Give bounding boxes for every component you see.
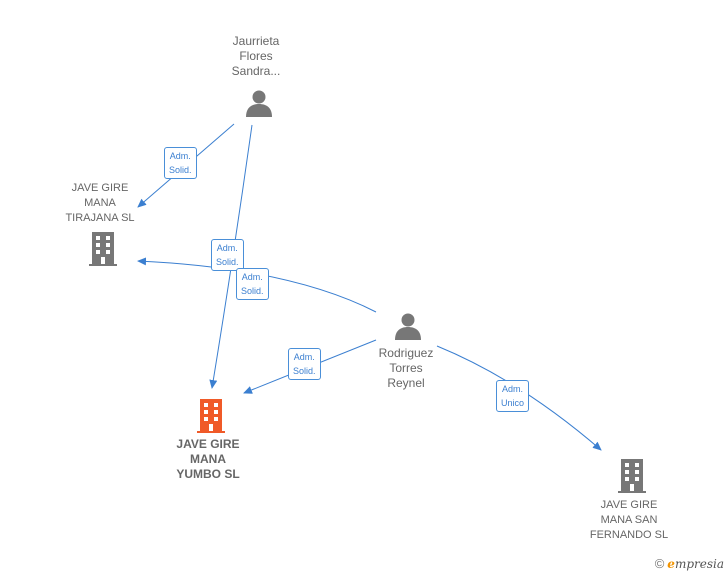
brand-logo: ©empresia [655,556,724,571]
node-label-line: Reynel [387,376,425,390]
building-icon[interactable] [87,231,119,267]
node-label-line: JAVE GIRE [71,182,129,194]
node-label-yumbo[interactable]: JAVE GIRE MANA YUMBO SL [158,437,258,482]
edge-label-line: Adm. [169,151,191,161]
edge-label-rodriguez-tirajana: Adm. Solid. [236,268,269,300]
person-icon[interactable] [393,311,423,341]
brand-logo-e: e [667,557,675,571]
node-label-line: MANA [190,452,226,466]
brand-logo-text: mpresia [674,557,724,571]
edge-label-rodriguez-sanfernando: Adm. Unico [496,380,530,412]
edge-label-line: Solid. [216,257,239,267]
building-icon[interactable] [195,398,227,434]
edge-label-jaurrieta-tirajana: Adm. Solid. [164,147,197,179]
building-icon[interactable] [616,458,648,494]
node-label-jaurrieta[interactable]: Jaurrieta Flores Sandra... [216,34,296,79]
edge-label-line: Adm. [502,384,524,394]
edge-rodriguez-tirajana [137,257,377,313]
node-label-line: JAVE GIRE [600,499,658,511]
node-label-line: JAVE GIRE [176,437,240,451]
person-icon[interactable] [244,88,274,118]
node-label-line: MANA SAN [600,514,658,526]
edge-label-line: Unico [501,398,525,408]
node-label-line: Sandra... [231,64,281,78]
node-label-line: Jaurrieta [232,34,280,48]
edge-label-line: Adm. [241,272,263,282]
edge-label-rodriguez-yumbo: Adm. Solid. [288,348,321,380]
node-label-line: FERNANDO SL [589,529,669,541]
edge-label-line: Solid. [293,366,316,376]
node-label-line: MANA [84,197,116,209]
node-label-tirajana[interactable]: JAVE GIRE MANA TIRAJANA SL [50,181,150,226]
node-label-line: TIRAJANA SL [65,212,135,224]
node-label-line: Torres [389,361,423,375]
edge-label-line: Adm. [216,243,238,253]
node-label-line: YUMBO SL [176,467,240,481]
node-label-line: Flores [239,49,273,63]
node-label-rodriguez[interactable]: Rodriguez Torres Reynel [366,346,446,391]
copyright-symbol: © [654,556,665,571]
node-label-sanfernando[interactable]: JAVE GIRE MANA SAN FERNANDO SL [579,498,679,543]
edge-label-line: Adm. [293,352,315,362]
edge-label-line: Solid. [241,286,264,296]
edge-label-line: Solid. [169,165,192,175]
edge-label-jaurrieta-yumbo: Adm. Solid. [211,239,244,271]
node-label-line: Rodriguez [378,346,434,360]
